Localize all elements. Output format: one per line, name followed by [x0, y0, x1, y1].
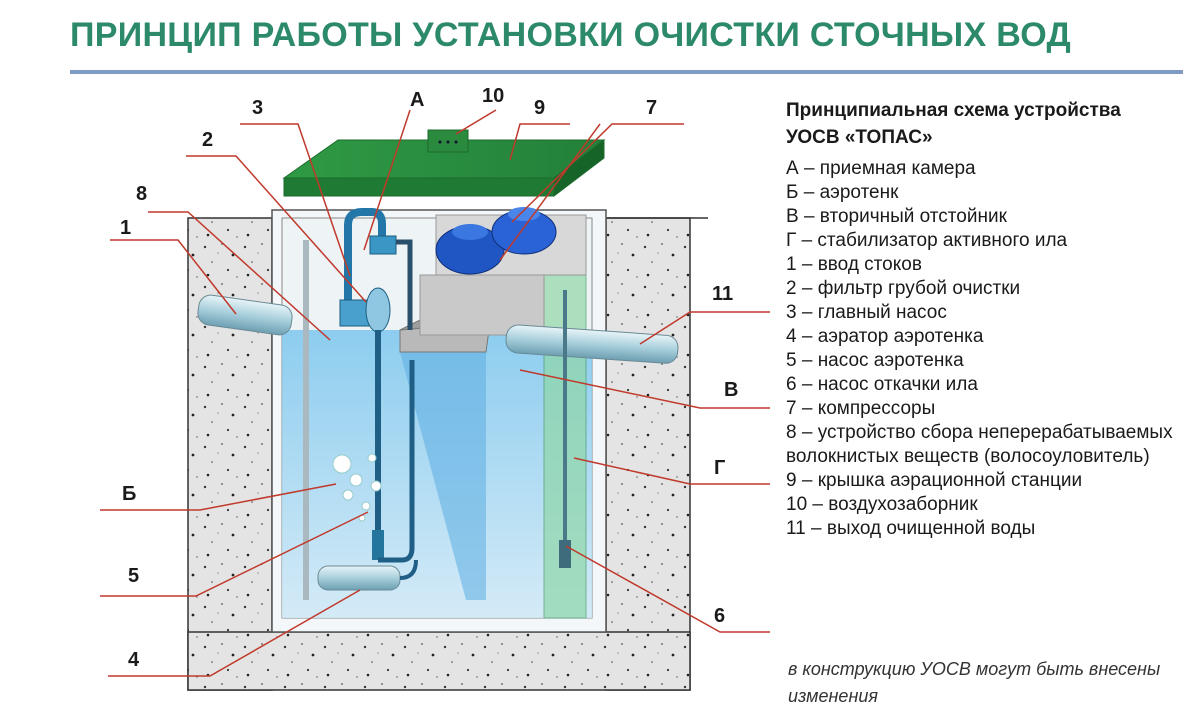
- legend-item: 6 – насос откачки ила: [786, 374, 978, 395]
- legend-item: В – вторичный отстойник: [786, 206, 1007, 227]
- callout-b: Б: [122, 483, 136, 505]
- legend-item: 7 – компрессоры: [786, 398, 936, 419]
- page-title: ПРИНЦИП РАБОТЫ УСТАНОВКИ ОЧИСТКИ СТОЧНЫХ…: [70, 16, 1072, 54]
- legend-item: А – приемная камера: [786, 158, 976, 179]
- legend-item: 1 – ввод стоков: [786, 254, 922, 275]
- disclaimer-note: в конструкцию УОСВ могут быть внесены из…: [788, 659, 1161, 706]
- legend-item: Б – аэротенк: [786, 182, 899, 203]
- pump-assembly: [339, 208, 415, 563]
- legend-item: 9 – крышка аэрационной станции: [786, 470, 1083, 491]
- callout-v: В: [724, 379, 738, 401]
- callout-2: 2: [202, 129, 213, 151]
- legend-heading-line1: Принципиальная схема устройства: [786, 100, 1121, 121]
- callout-g: Г: [714, 457, 725, 479]
- outlet-pipe: [505, 324, 679, 364]
- legend-item: 10 – воздухозаборник: [786, 494, 978, 515]
- compressors: [435, 207, 557, 275]
- legend: Принципиальная схема устройства УОСВ «ТО…: [786, 97, 1186, 541]
- legend-item: 3 – главный насос: [786, 302, 947, 323]
- callout-10: 10: [482, 85, 504, 107]
- legend-item: 2 – фильтр грубой очистки: [786, 278, 1021, 299]
- callout-a: А: [410, 89, 424, 111]
- leader-lines: [100, 109, 770, 677]
- legend-item: 4 – аэратор аэротенка: [786, 326, 984, 347]
- callout-11: 11: [712, 283, 733, 305]
- air-bubbles: [332, 453, 382, 522]
- callout-4: 4: [128, 649, 140, 671]
- legend-item: 11 – выход очищенной воды: [786, 518, 1036, 539]
- legend-item: Г – стабилизатор активного ила: [786, 230, 1068, 251]
- legend-list: А – приемная камера Б – аэротенк В – вто…: [786, 157, 1186, 541]
- legend-item: 5 – насос аэротенка: [786, 350, 964, 371]
- lid: [282, 129, 606, 198]
- legend-heading-line2: УОСВ «ТОПАС»: [786, 127, 933, 148]
- callout-6: 6: [714, 605, 725, 627]
- callout-8: 8: [136, 183, 147, 205]
- callout-9: 9: [534, 97, 545, 119]
- treatment-station-diagram: 3 А 10 9 7 2 8 1 11 В Г Б 5 6 4: [100, 85, 770, 691]
- callout-5: 5: [128, 565, 139, 587]
- title-divider: [70, 70, 1183, 74]
- legend-item: 8 – устройство сбора неперерабатываемых …: [786, 422, 1173, 467]
- callout-3: 3: [252, 97, 263, 119]
- callout-7: 7: [646, 97, 657, 119]
- callout-1: 1: [120, 217, 131, 239]
- inlet-pipe: [197, 294, 293, 336]
- tank-body: [271, 209, 607, 633]
- legend-heading: Принципиальная схема устройства УОСВ «ТО…: [786, 97, 1186, 151]
